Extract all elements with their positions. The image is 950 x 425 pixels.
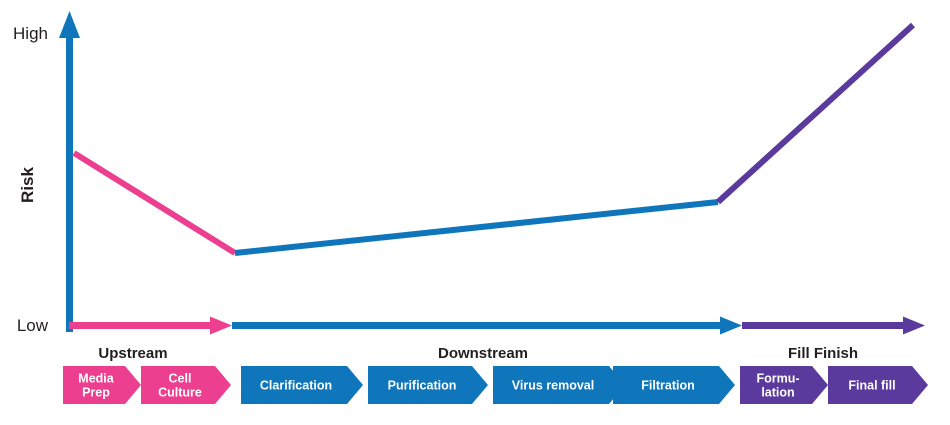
chevron-label: Culture — [158, 386, 202, 400]
chevron-shape — [63, 366, 141, 404]
chevron-shape — [493, 366, 625, 404]
baseline-arrow-fill-finish — [742, 316, 925, 335]
process-baseline-arrows — [69, 316, 925, 335]
y-axis-title: Risk — [18, 167, 37, 203]
y-axis-arrowhead — [59, 11, 80, 38]
process-step-purification[interactable]: Purification — [368, 366, 488, 404]
risk-line-downstream — [234, 199, 719, 256]
chevron-label: Virus removal — [512, 379, 594, 393]
risk-line-upstream — [72, 150, 237, 256]
y-axis-low-label: Low — [17, 316, 49, 335]
chevron-label: lation — [761, 386, 794, 400]
chevron-shape — [613, 366, 735, 404]
y-axis — [59, 11, 80, 332]
y-axis-high-label: High — [13, 24, 48, 43]
chevron-label: Purification — [388, 379, 457, 393]
chevron-label: Clarification — [260, 379, 332, 393]
baseline-arrow-upstream — [69, 316, 232, 335]
chevron-label: Cell — [169, 372, 192, 386]
chevron-shape — [368, 366, 488, 404]
process-step-virus-removal[interactable]: Virus removal — [493, 366, 625, 404]
baseline-arrow-downstream — [232, 316, 742, 335]
process-step-filtration[interactable]: Filtration — [613, 366, 735, 404]
chevron-label: Prep — [82, 386, 110, 400]
chevron-shape — [828, 366, 928, 404]
risk-line-fill-finish — [715, 22, 916, 205]
chevron-label: Final fill — [848, 379, 895, 393]
stage-label-upstream: Upstream — [98, 345, 167, 362]
chevron-label: Filtration — [641, 379, 694, 393]
process-step-formulation[interactable]: Formu-lation — [740, 366, 828, 404]
chevron-label: Media — [78, 372, 114, 386]
risk-trend-lines — [72, 22, 916, 256]
stage-label-fill-finish: Fill Finish — [788, 345, 858, 362]
stage-label-downstream: Downstream — [438, 345, 528, 362]
chevron-shape — [740, 366, 828, 404]
process-step-clarification[interactable]: Clarification — [241, 366, 363, 404]
process-step-final-fill[interactable]: Final fill — [828, 366, 928, 404]
chevron-shape — [241, 366, 363, 404]
chevron-shape — [141, 366, 231, 404]
chevron-label: Formu- — [756, 372, 799, 386]
